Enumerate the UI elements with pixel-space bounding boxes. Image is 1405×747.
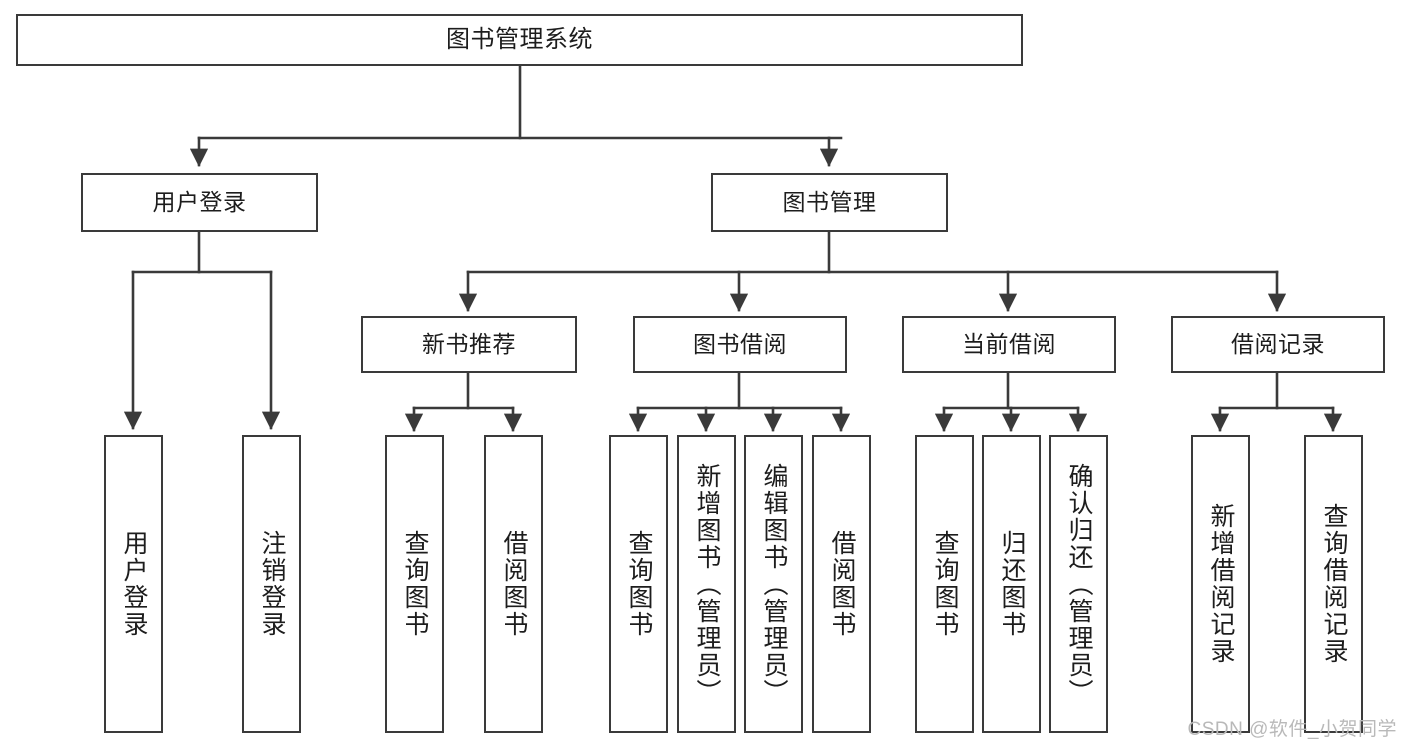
node-leaf-query-book-3[interactable]: 查询图书: [915, 435, 974, 733]
node-user-login[interactable]: 用户登录: [81, 173, 318, 232]
node-leaf-user-login[interactable]: 用户登录: [104, 435, 163, 733]
node-leaf-confirm-return-label: 确认归还（管理员）: [1065, 462, 1093, 706]
node-leaf-query-book-1[interactable]: 查询图书: [385, 435, 444, 733]
node-leaf-borrow-book-2[interactable]: 借阅图书: [812, 435, 871, 733]
node-current-borrow[interactable]: 当前借阅: [902, 316, 1116, 373]
node-borrow-record-label: 借阅记录: [1231, 331, 1325, 358]
node-leaf-query-book-3-label: 查询图书: [931, 530, 959, 638]
node-leaf-borrow-book-2-label: 借阅图书: [828, 530, 856, 638]
node-leaf-add-record-label: 新增借阅记录: [1207, 503, 1235, 665]
node-book-manage[interactable]: 图书管理: [711, 173, 948, 232]
node-book-manage-label: 图书管理: [782, 189, 877, 216]
csdn-watermark: CSDN @软件_小贺同学: [1187, 719, 1397, 740]
node-leaf-return-book-label: 归还图书: [998, 530, 1026, 638]
node-leaf-logout[interactable]: 注销登录: [242, 435, 301, 733]
node-leaf-confirm-return[interactable]: 确认归还（管理员）: [1049, 435, 1108, 733]
node-leaf-user-login-label: 用户登录: [120, 530, 148, 638]
node-leaf-query-book-2[interactable]: 查询图书: [609, 435, 668, 733]
node-leaf-borrow-book-1-label: 借阅图书: [500, 530, 528, 638]
node-new-book-recommend[interactable]: 新书推荐: [361, 316, 577, 373]
node-new-book-recommend-label: 新书推荐: [422, 331, 516, 358]
node-leaf-add-book-label: 新增图书（管理员）: [693, 462, 721, 706]
node-leaf-logout-label: 注销登录: [258, 530, 286, 638]
node-book-borrow-label: 图书借阅: [693, 331, 787, 358]
node-leaf-edit-book[interactable]: 编辑图书（管理员）: [744, 435, 803, 733]
node-leaf-query-record[interactable]: 查询借阅记录: [1304, 435, 1363, 733]
node-current-borrow-label: 当前借阅: [962, 331, 1056, 358]
node-root-label: 图书管理系统: [446, 26, 593, 54]
node-root[interactable]: 图书管理系统: [16, 14, 1023, 66]
node-book-borrow[interactable]: 图书借阅: [633, 316, 847, 373]
node-user-login-label: 用户登录: [152, 189, 247, 216]
node-leaf-add-record[interactable]: 新增借阅记录: [1191, 435, 1250, 733]
node-leaf-edit-book-label: 编辑图书（管理员）: [760, 462, 788, 706]
node-leaf-query-record-label: 查询借阅记录: [1320, 503, 1348, 665]
node-borrow-record[interactable]: 借阅记录: [1171, 316, 1385, 373]
node-leaf-query-book-1-label: 查询图书: [401, 530, 429, 638]
node-leaf-borrow-book-1[interactable]: 借阅图书: [484, 435, 543, 733]
node-leaf-return-book[interactable]: 归还图书: [982, 435, 1041, 733]
node-leaf-query-book-2-label: 查询图书: [625, 530, 653, 638]
node-leaf-add-book[interactable]: 新增图书（管理员）: [677, 435, 736, 733]
